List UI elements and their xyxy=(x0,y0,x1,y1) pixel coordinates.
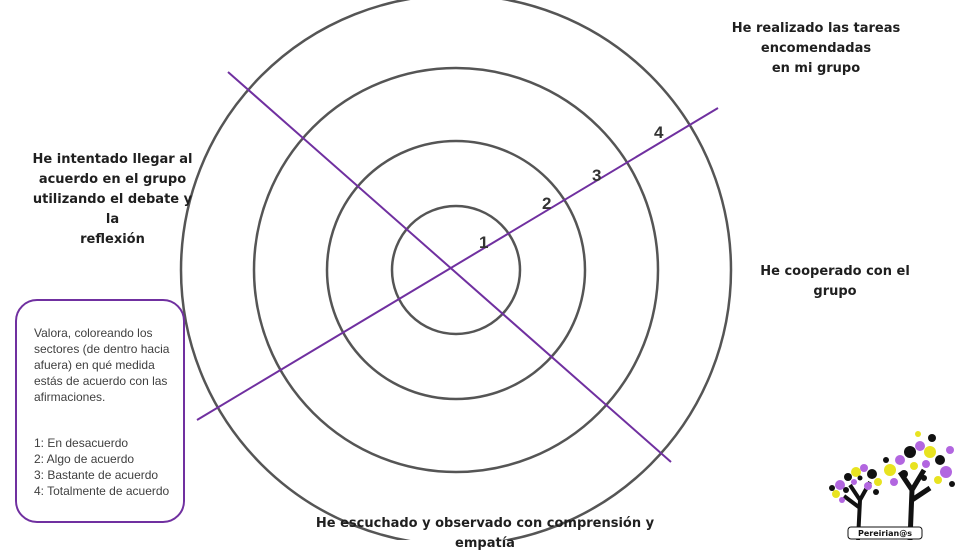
legend-scale-item: 3: Bastante de acuerdo xyxy=(34,468,159,482)
ring-4 xyxy=(179,0,733,540)
legend-instructions: Valora, coloreando los sectores (de dent… xyxy=(34,326,170,404)
ring-1 xyxy=(390,204,522,336)
ring-label-1: 1 xyxy=(479,233,488,252)
ring-label-2: 2 xyxy=(542,194,551,213)
statement-line: reflexión xyxy=(80,232,145,247)
statement-line: He intentado llegar al xyxy=(32,152,193,167)
legend-scale: 1: En desacuerdo 2: Algo de acuerdo 3: B… xyxy=(34,435,194,499)
divider-line-descending xyxy=(227,71,672,463)
statement-listening: He escuchado y observado con comprensión… xyxy=(290,514,680,554)
ring-label-3: 3 xyxy=(592,166,601,185)
target-diagram: 1 2 3 4 xyxy=(179,0,733,540)
statement-line: He escuchado y observado con comprensión… xyxy=(315,516,655,551)
legend-box: Valora, coloreando los sectores (de dent… xyxy=(15,299,185,523)
statement-line: He cooperado con el grupo xyxy=(760,264,910,299)
statement-line: utilizando el debate y la xyxy=(32,192,193,227)
statement-tasks: He realizado las tareas encomendadas en … xyxy=(680,19,952,79)
legend-scale-item: 1: En desacuerdo xyxy=(34,436,129,450)
statement-line: en mi grupo xyxy=(771,61,861,76)
statement-line: He realizado las tareas encomendadas xyxy=(731,21,901,56)
logo-text: Pereirian@s xyxy=(858,529,912,538)
ring-3 xyxy=(252,66,660,474)
pereirianas-logo: Pereirian@s xyxy=(829,431,955,540)
legend-scale-item: 2: Algo de acuerdo xyxy=(34,452,135,466)
statement-line: acuerdo en el grupo xyxy=(38,172,187,187)
ring-label-4: 4 xyxy=(654,123,664,142)
ring-2 xyxy=(325,139,587,401)
divider-line-ascending xyxy=(196,107,719,421)
statement-agreement: He intentado llegar al acuerdo en el gru… xyxy=(25,150,200,250)
statement-cooperation: He cooperado con el grupo xyxy=(740,262,930,302)
legend-scale-item: 4: Totalmente de acuerdo xyxy=(34,484,170,498)
